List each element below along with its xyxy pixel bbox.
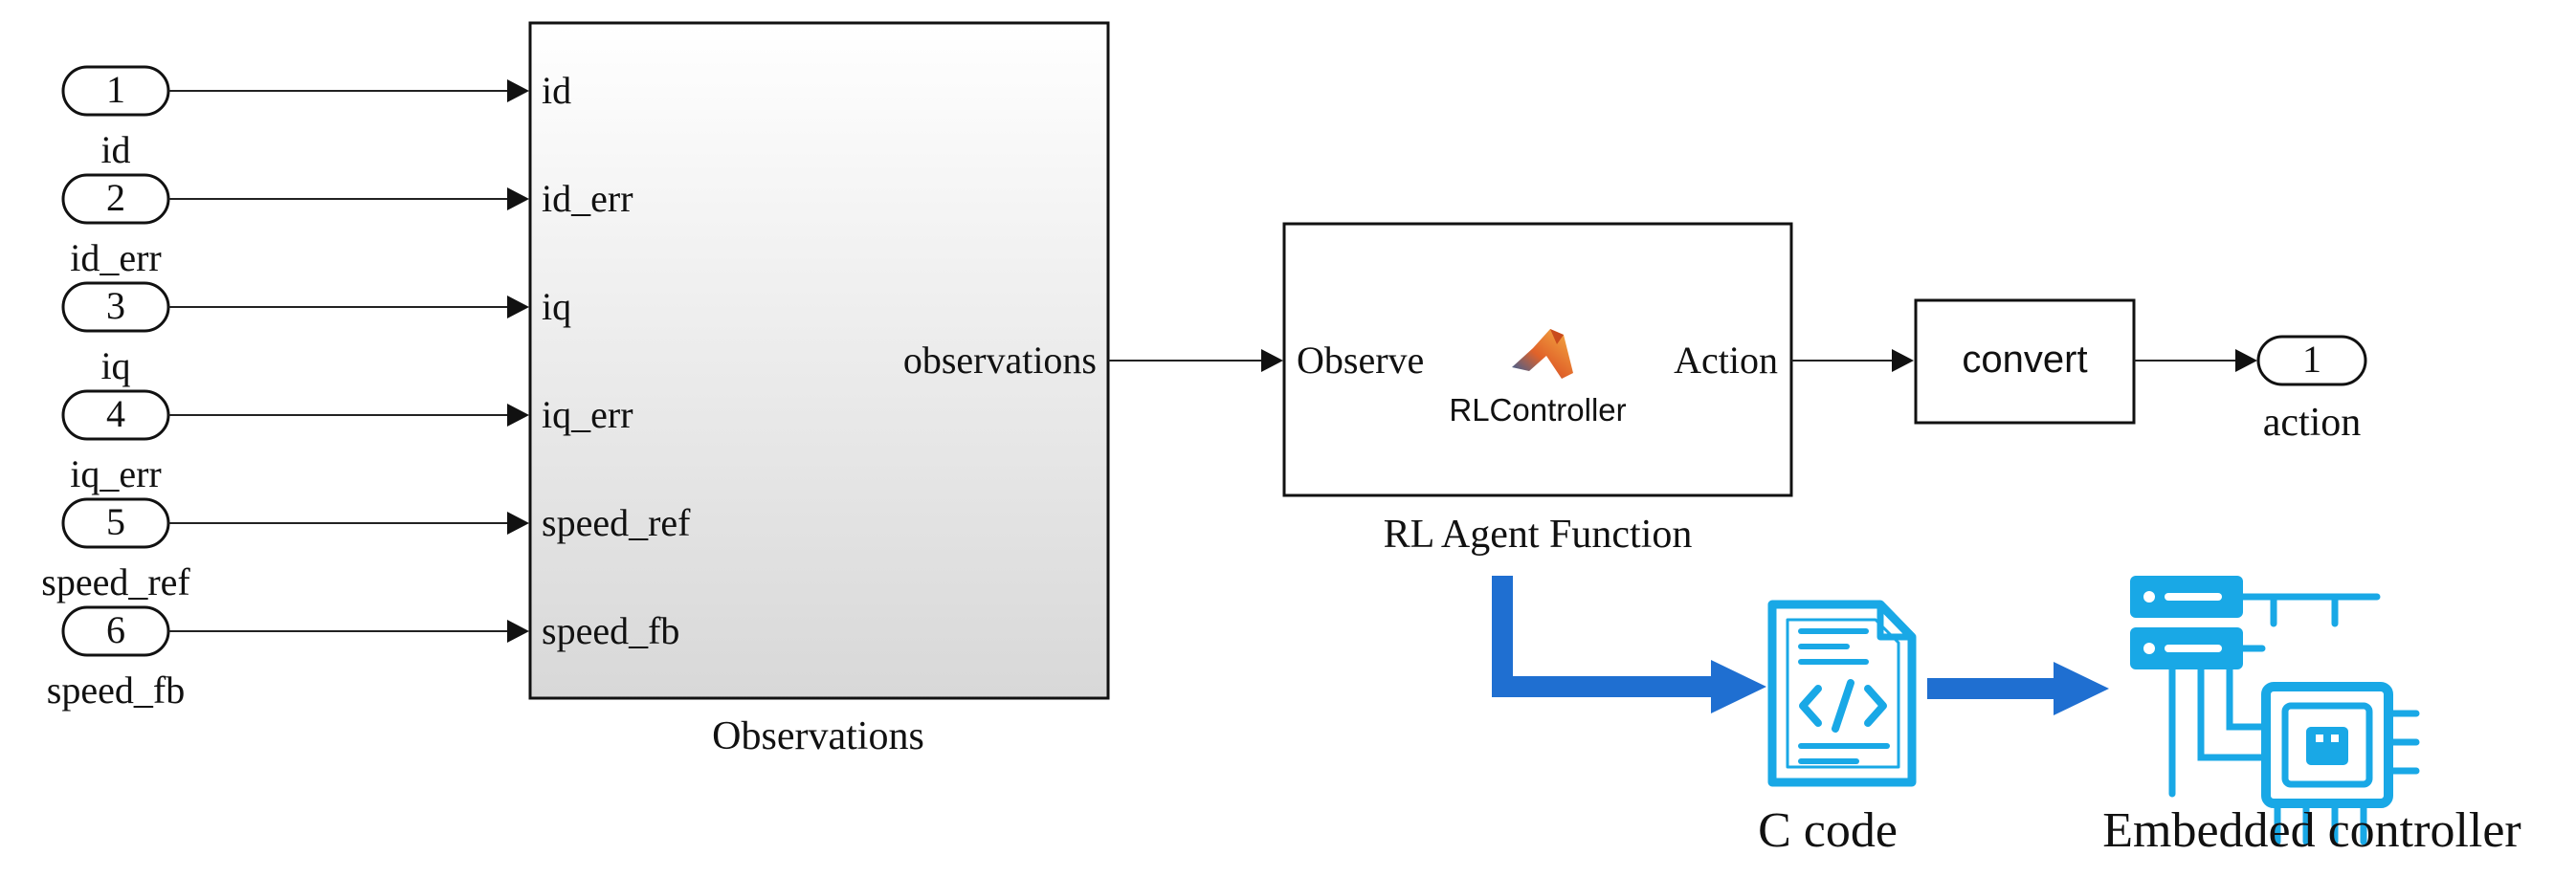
signal-line[interactable]	[168, 79, 529, 102]
inport-name: iq_err	[70, 452, 162, 495]
output-port-label: Action	[1674, 339, 1778, 382]
input-port-label: id	[542, 69, 571, 112]
inport-name: id_err	[70, 236, 162, 279]
inport-name: speed_fb	[47, 669, 185, 712]
input-port-label: id_err	[542, 177, 633, 220]
signal-line[interactable]	[168, 404, 529, 427]
inport-name: iq	[100, 344, 130, 387]
rl-agent-function-block[interactable]: Observe Action RLController	[1282, 222, 1793, 497]
codegen-flow-arrow-2	[1927, 662, 2109, 715]
signal-line[interactable]	[168, 620, 529, 643]
input-port-label: iq	[542, 285, 571, 328]
output-port-label: observations	[903, 339, 1097, 382]
signal-line[interactable]	[168, 512, 529, 535]
signal-line[interactable]	[2134, 349, 2257, 372]
inport-2[interactable]: 2 id_err	[61, 173, 170, 279]
observations-block-name: Observations	[712, 714, 924, 758]
inport-3[interactable]: 3 iq	[61, 281, 170, 387]
inport-signal-lines	[168, 79, 529, 643]
matlab-logo-icon	[1512, 329, 1573, 379]
convert-block[interactable]: convert	[1914, 298, 2136, 425]
outport-name: action	[2263, 401, 2362, 445]
inport-name: speed_ref	[41, 560, 190, 603]
inport-number: 5	[106, 500, 125, 543]
inport-1[interactable]: 1 id	[61, 65, 170, 171]
inport-6[interactable]: 6 speed_fb	[47, 605, 185, 712]
input-port-label: iq_err	[542, 393, 633, 436]
inport-number: 4	[106, 392, 125, 435]
inport-5[interactable]: 5 speed_ref	[41, 497, 190, 603]
inport-number: 1	[106, 68, 125, 111]
rl-agent-block-name: RL Agent Function	[1384, 513, 1693, 557]
inner-label: RLController	[1449, 392, 1626, 428]
signal-line[interactable]	[168, 187, 529, 210]
embedded-controller-icon	[2130, 576, 2420, 845]
code-file-icon	[1767, 600, 1917, 787]
codegen-flow-arrow	[1492, 576, 1766, 713]
inport-number: 3	[106, 284, 125, 327]
signal-line[interactable]	[168, 296, 529, 318]
input-port-label: speed_fb	[542, 609, 679, 652]
c-code-label: C code	[1758, 803, 1898, 858]
observations-block[interactable]: id id_err iq iq_err speed_ref speed_fb o…	[528, 21, 1110, 700]
inport-number: 2	[106, 176, 125, 219]
outport-1[interactable]: 1	[2256, 335, 2367, 386]
input-port-label: Observe	[1297, 339, 1424, 382]
convert-label: convert	[1962, 339, 2087, 381]
inport-number: 6	[106, 608, 125, 651]
input-port-label: speed_ref	[542, 501, 691, 544]
embedded-controller-label: Embedded controller	[2102, 803, 2521, 858]
inport-name: id	[100, 128, 130, 171]
signal-line[interactable]	[1108, 349, 1283, 372]
signal-line[interactable]	[1791, 349, 1914, 372]
outport-number: 1	[2302, 338, 2321, 381]
inport-4[interactable]: 4 iq_err	[61, 389, 170, 495]
